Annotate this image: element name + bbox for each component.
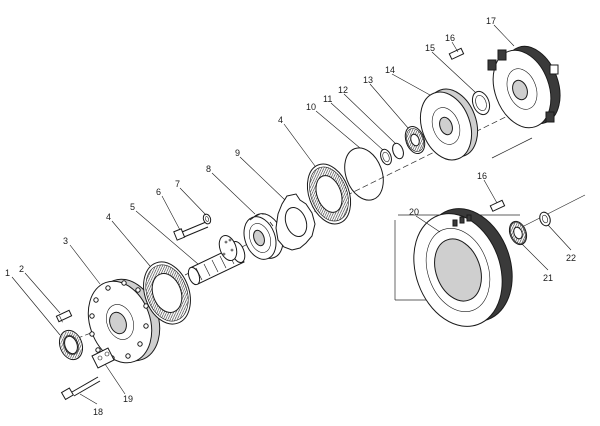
label-part-22: 22 — [566, 253, 576, 263]
part-22-washer — [539, 211, 551, 227]
label-part-10: 10 — [306, 102, 316, 112]
label-part-4-upper: 4 — [278, 115, 283, 125]
label-part-7: 7 — [175, 179, 180, 189]
label-part-14: 14 — [385, 65, 395, 75]
label-part-17: 17 — [486, 16, 496, 26]
label-part-12: 12 — [338, 85, 348, 95]
part-1-seal-ring — [58, 329, 84, 361]
part-5-splined-shaft — [187, 240, 246, 286]
label-part-18: 18 — [93, 407, 103, 417]
part-18-bolt — [60, 376, 101, 401]
label-part-21: 21 — [543, 273, 553, 283]
label-part-16-lower: 16 — [477, 171, 487, 181]
label-part-11: 11 — [323, 94, 332, 104]
part-19-lock-plate — [91, 347, 115, 369]
part-8-gear-carrier — [243, 213, 284, 260]
label-part-6: 6 — [156, 187, 161, 197]
part-16-pin-upper — [448, 47, 465, 60]
label-part-20: 20 — [409, 207, 419, 217]
label-part-19: 19 — [123, 394, 133, 404]
part-3-end-housing — [87, 278, 161, 364]
part-14-cover-plate — [419, 88, 479, 161]
part-10-o-ring — [344, 147, 384, 201]
part-16-pin-lower — [489, 199, 506, 212]
label-part-1: 1 — [5, 268, 10, 278]
part-20-ring-gear — [413, 208, 513, 327]
part-2-dowel-pin — [55, 309, 73, 323]
part-21-bearing — [508, 220, 528, 246]
flange-ring — [218, 234, 238, 262]
part-11-ring — [380, 148, 392, 166]
part-4-friction-disc-upper — [306, 163, 352, 225]
part-12-snap-ring — [392, 142, 404, 160]
leader-lines — [11, 24, 572, 405]
label-part-8: 8 — [206, 164, 211, 174]
label-part-9: 9 — [235, 148, 240, 158]
label-part-3: 3 — [63, 236, 68, 246]
part-13-bearing — [404, 125, 426, 155]
part-number-labels: 1 2 3 4 5 6 7 8 9 4 10 11 12 13 14 15 16… — [5, 16, 576, 417]
part-6-screw — [173, 221, 209, 241]
part-17-motor-housing — [487, 45, 561, 129]
label-part-13: 13 — [363, 75, 373, 85]
part-9-tabbed-plate — [275, 193, 316, 251]
part-4-friction-disc-lower — [143, 261, 191, 325]
label-part-4-lower: 4 — [106, 212, 111, 222]
label-part-16-upper: 16 — [445, 33, 455, 43]
part-15-seal — [471, 90, 491, 116]
label-part-5: 5 — [130, 202, 135, 212]
label-part-15: 15 — [425, 43, 435, 53]
label-part-2: 2 — [19, 264, 24, 274]
